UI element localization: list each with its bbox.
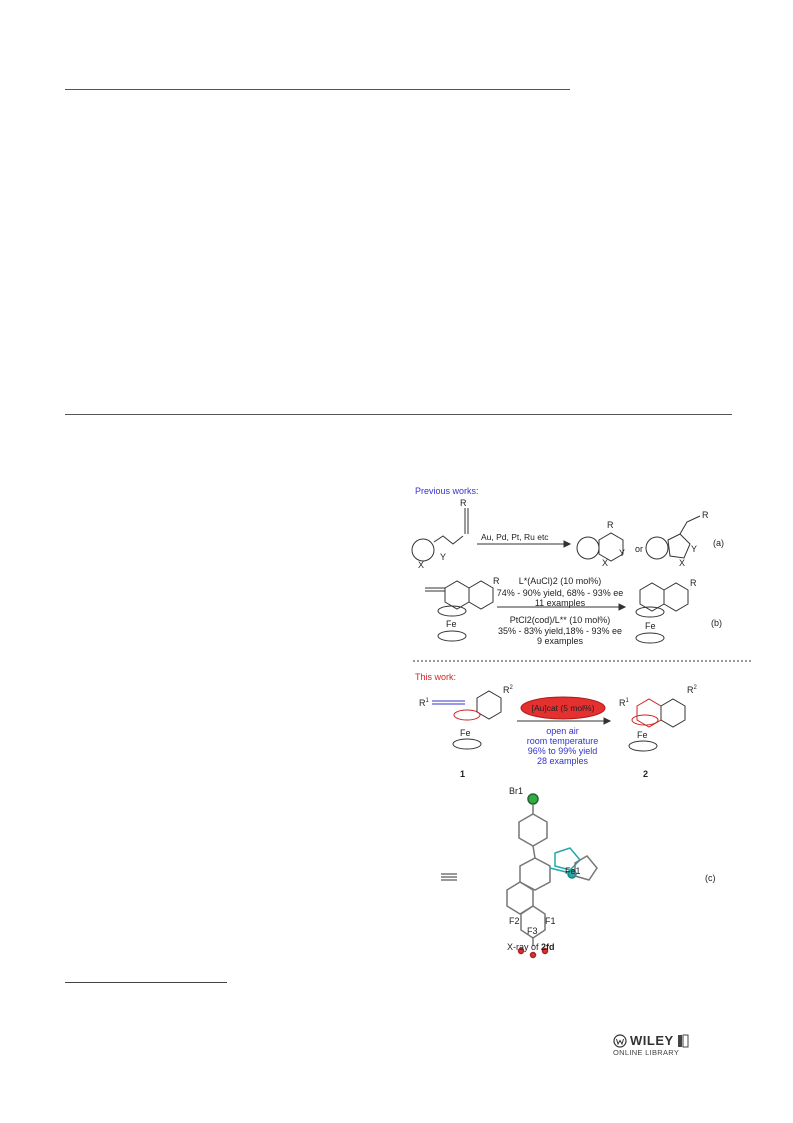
previous-works-label: Previous works:	[415, 486, 479, 496]
label-a: (a)	[713, 538, 724, 548]
or-text: or	[635, 544, 644, 554]
cond-3: 96% to 99% yield	[527, 746, 598, 756]
cond-1: open air	[546, 726, 579, 736]
label-R-b-product: R	[690, 578, 697, 588]
b-bottom-cond: PtCl2(cod)/L** (10 mol%)	[509, 615, 611, 625]
catalysts-a: Au, Pd, Pt, Ru etc	[481, 532, 549, 542]
b-bottom-yield: 35% - 83% yield,18% - 93% ee	[497, 626, 623, 636]
footnote-rule	[65, 982, 227, 983]
r2-label-sm: R2	[503, 685, 513, 695]
fe-c-sm: Fe	[460, 728, 471, 738]
fe1-label: Fe1	[565, 866, 581, 876]
chain-a	[433, 535, 464, 545]
label-Y-a1: Y	[619, 548, 626, 558]
f2-label: F2	[509, 916, 520, 926]
label-b: (b)	[711, 618, 722, 628]
label-R-a1: R	[607, 520, 614, 530]
this-work-label: This work:	[415, 672, 457, 682]
cond-4: 28 examples	[536, 756, 589, 766]
br1-label: Br1	[509, 786, 524, 796]
b-top-examples: 11 examples	[534, 598, 586, 608]
label-R-a: R	[460, 498, 467, 508]
fe-b-product: Fe	[645, 621, 656, 631]
label-X-a1: X	[602, 558, 609, 568]
compound-1-label: 1	[460, 769, 466, 779]
f1-label: F1	[545, 916, 556, 926]
wiley-online-library-logo: WILEY ONLINE LIBRARY	[613, 1033, 703, 1057]
crystal-structure	[506, 793, 598, 959]
catalyst-highlight	[520, 696, 606, 720]
fe-c-product: Fe	[637, 730, 648, 740]
book-icon	[677, 1034, 689, 1047]
r1-label-sm: R1	[419, 698, 429, 708]
xray-caption: X-ray of 2fd	[507, 942, 555, 952]
fe-b-sm: Fe	[446, 619, 457, 629]
reaction-scheme: Previous works: R X Y Au, Pd, Pt, Ru etc…	[405, 478, 765, 968]
r2-label-product: R2	[687, 685, 697, 695]
cond-2: room temperature	[526, 736, 599, 746]
wiley-brand: WILEY	[630, 1033, 674, 1048]
ring-product-a1	[598, 532, 624, 562]
label-X-a2: X	[679, 558, 686, 568]
header-rule	[65, 89, 570, 90]
label-R-a2: R	[702, 510, 709, 520]
catalyst-c: [Au]cat (5 mol%)	[531, 703, 595, 713]
wiley-sub: ONLINE LIBRARY	[613, 1048, 680, 1057]
wiley-logo-icon	[613, 1033, 627, 1048]
label-c: (c)	[705, 873, 716, 883]
b-bottom-examples: 9 examples	[536, 636, 584, 646]
ring-product-a2	[667, 533, 691, 559]
r1-label-product: R1	[619, 698, 629, 708]
compound-2-label: 2	[643, 769, 649, 779]
label-X-a: X	[418, 560, 425, 570]
scheme-drawing	[411, 508, 751, 959]
label-R-b: R	[493, 576, 500, 586]
ring-left-a	[411, 538, 435, 562]
b-top-cond: L*(AuCl)2 (10 mol%)	[518, 576, 602, 586]
label-Y-a: Y	[440, 552, 447, 562]
label-Y-a2: Y	[691, 544, 698, 554]
section-rule	[65, 414, 732, 415]
b-top-yield: 74% - 90% yield, 68% - 93% ee	[496, 588, 624, 598]
f3-label: F3	[527, 926, 538, 936]
